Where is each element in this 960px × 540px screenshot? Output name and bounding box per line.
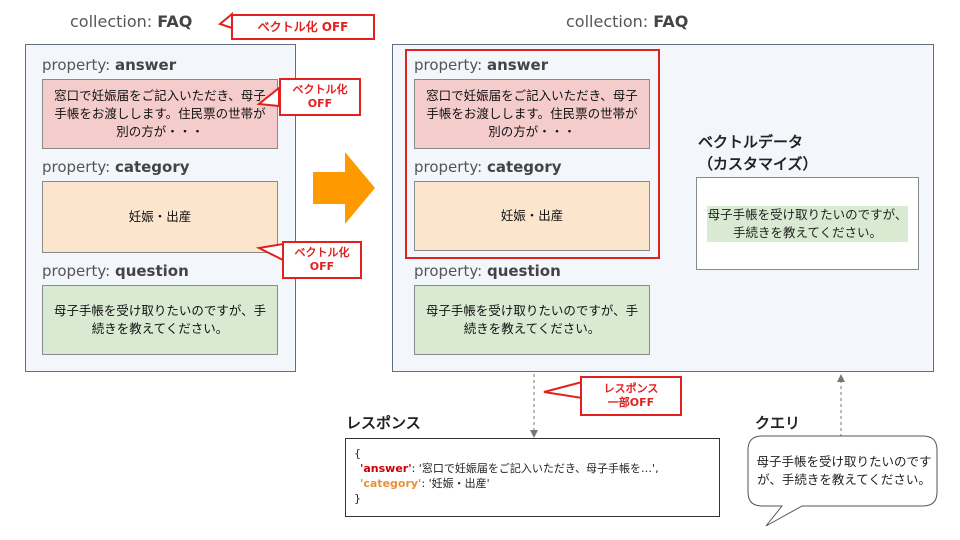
right-prop-category-name: category	[486, 158, 562, 176]
left-category-box: 妊娠・出産	[42, 181, 278, 253]
left-collection-callout: ベクトル化 OFF	[231, 14, 375, 40]
left-question-text: 母子手帳を受け取りたいのですが、手続きを教えてください。	[53, 303, 267, 336]
vector-data-title-line1: ベクトルデータ	[698, 133, 804, 151]
response-category-value: : '妊娠・出産'	[421, 477, 490, 490]
right-collection-name: FAQ	[653, 12, 689, 31]
response-category-line: 'category': '妊娠・出産'	[354, 476, 711, 491]
query-arrowhead-icon	[837, 374, 845, 382]
transform-arrow-icon	[313, 152, 375, 224]
vector-data-box: 母子手帳を受け取りたいのですが、手続きを教えてください。	[696, 177, 919, 270]
left-prop-category-name: category	[114, 158, 190, 176]
left-prop-question-label: property: question	[42, 262, 189, 280]
left-question-box: 母子手帳を受け取りたいのですが、手続きを教えてください。	[42, 285, 278, 355]
left-answer-callout-line2: OFF	[307, 97, 333, 110]
query-text-box: 母子手帳を受け取りたいのですが、手続きを教えてください。	[756, 440, 932, 502]
right-answer-box: 窓口で妊娠届をご記入いただき、母子手帳をお渡しします。住民票の世帯が別の方が・・…	[414, 79, 650, 149]
response-code-box: { 'answer': '窓口で妊娠届をご記入いただき、母子手帳を…', 'ca…	[345, 438, 720, 517]
right-collection-prefix: collection:	[566, 12, 654, 31]
left-collection-title: collection: FAQ	[70, 12, 192, 31]
right-category-box: 妊娠・出産	[414, 181, 650, 251]
query-speech-bubble	[747, 435, 938, 527]
left-category-callout-line2: OFF	[309, 260, 335, 273]
response-callout-line1: レスポンス	[603, 382, 659, 395]
vector-data-text: 母子手帳を受け取りたいのですが、手続きを教えてください。	[707, 205, 908, 242]
response-open-brace: {	[354, 447, 361, 460]
query-heading: クエリ	[755, 414, 801, 432]
right-prop-answer-name: answer	[486, 56, 549, 74]
response-fields-highlight	[405, 49, 660, 259]
left-collection-prefix: collection:	[70, 12, 158, 31]
response-answer-key: 'answer'	[360, 462, 412, 475]
right-answer-text: 窓口で妊娠届をご記入いただき、母子手帳をお渡しします。住民票の世帯が別の方が・・…	[426, 88, 638, 139]
response-category-key: 'category'	[360, 477, 422, 490]
response-callout: レスポンス一部OFF	[580, 376, 682, 416]
response-arrowhead-icon	[530, 430, 538, 438]
left-category-callout-line1: ベクトル化	[294, 246, 350, 259]
right-prop-question-prefix: property:	[414, 262, 487, 280]
query-text: 母子手帳を受け取りたいのですが、手続きを教えてください。	[756, 454, 932, 487]
left-prop-question-prefix: property:	[42, 262, 115, 280]
response-answer-line: 'answer': '窓口で妊娠届をご記入いただき、母子手帳を…',	[354, 461, 711, 476]
left-answer-callout-line1: ベクトル化	[292, 83, 348, 96]
vector-data-title: ベクトルデータ （カスタマイズ）	[698, 131, 818, 175]
response-answer-value: : '窓口で妊娠届をご記入いただき、母子手帳を…',	[411, 462, 659, 475]
right-prop-answer-prefix: property:	[414, 56, 487, 74]
left-answer-box: 窓口で妊娠届をご記入いただき、母子手帳をお渡しします。住民票の世帯が別の方が・・…	[42, 79, 278, 149]
response-close-brace: }	[354, 492, 361, 505]
right-prop-question-name: question	[486, 262, 561, 280]
connector-lines	[530, 374, 845, 440]
right-prop-question-label: property: question	[414, 262, 561, 280]
right-prop-category-prefix: property:	[414, 158, 487, 176]
right-prop-answer-label: property: answer	[414, 56, 548, 74]
left-prop-category-label: property: category	[42, 158, 190, 176]
left-category-text: 妊娠・出産	[128, 209, 192, 224]
right-collection-title: collection: FAQ	[566, 12, 688, 31]
left-collection-name: FAQ	[157, 12, 193, 31]
response-callout-line2: 一部OFF	[607, 396, 655, 409]
left-collection-callout-text: ベクトル化 OFF	[257, 20, 349, 34]
left-prop-category-prefix: property:	[42, 158, 115, 176]
right-question-box: 母子手帳を受け取りたいのですが、手続きを教えてください。	[414, 285, 650, 355]
left-prop-question-name: question	[114, 262, 189, 280]
vector-data-title-line2: （カスタマイズ）	[698, 155, 818, 173]
right-question-text: 母子手帳を受け取りたいのですが、手続きを教えてください。	[425, 303, 639, 336]
left-prop-answer-prefix: property:	[42, 56, 115, 74]
response-heading: レスポンス	[346, 414, 421, 432]
left-answer-text: 窓口で妊娠届をご記入いただき、母子手帳をお渡しします。住民票の世帯が別の方が・・…	[54, 88, 266, 139]
right-category-text: 妊娠・出産	[500, 208, 564, 223]
left-prop-answer-name: answer	[114, 56, 177, 74]
left-prop-answer-label: property: answer	[42, 56, 176, 74]
right-prop-category-label: property: category	[414, 158, 562, 176]
